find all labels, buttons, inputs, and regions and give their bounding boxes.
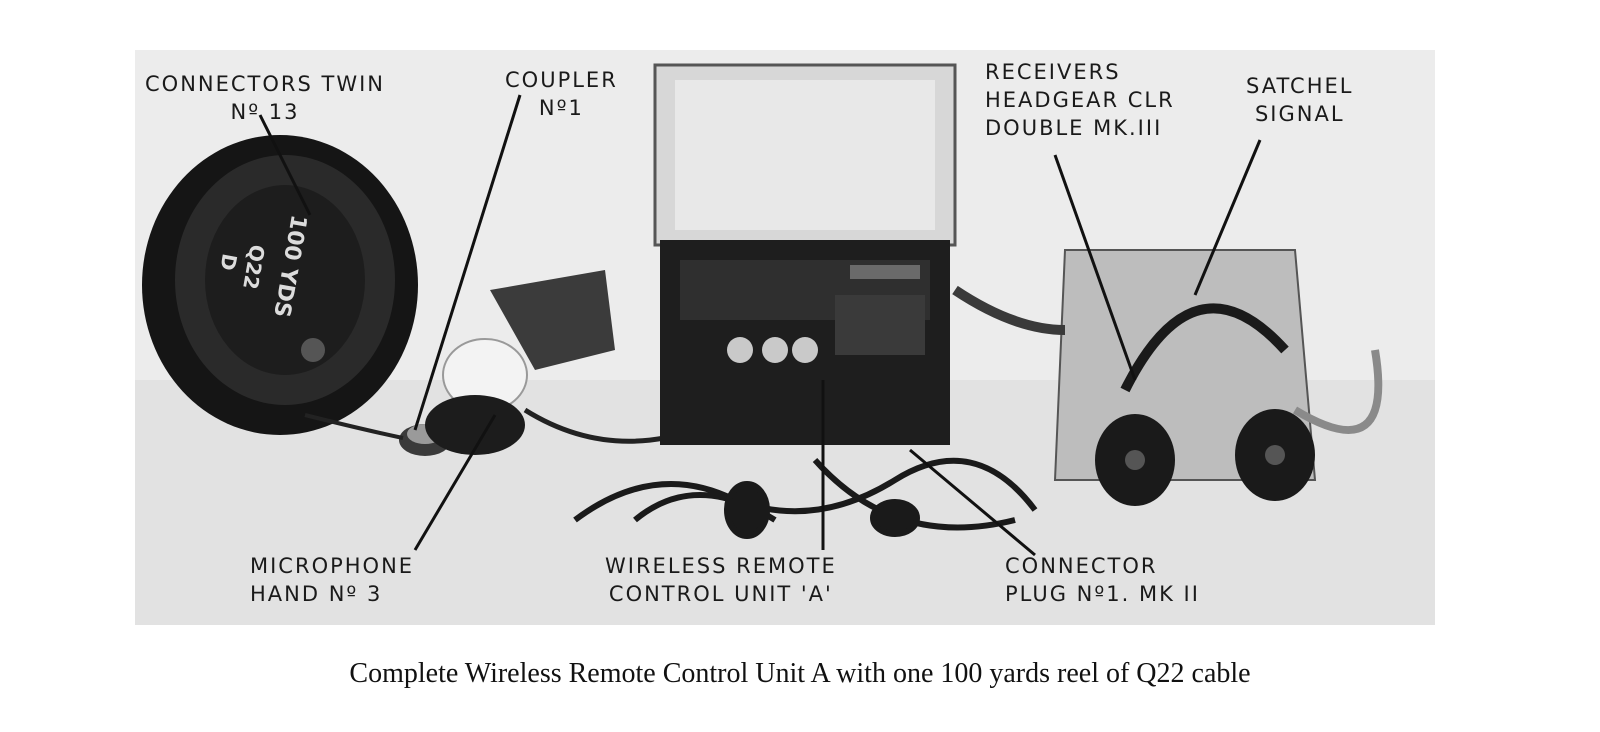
label-microphone-hand: MICROPHONE HAND Nº 3 [250,552,414,608]
figure-caption: Complete Wireless Remote Control Unit A … [349,658,1251,689]
label-coupler-line1: COUPLER [505,68,618,92]
label-connector-plug-line1: CONNECTOR [1005,554,1158,578]
label-wireless-remote-line1: WIRELESS REMOTE [605,554,837,578]
label-coupler: COUPLER Nº1 [505,66,618,122]
label-receivers-headgear: RECEIVERS HEADGEAR CLR DOUBLE MK.III [985,58,1175,142]
cable-reel: 100 YDS Q22 D [142,135,418,435]
label-coupler-line2: Nº1 [538,96,584,120]
remote-control-unit [653,63,957,445]
label-satchel-line1: SATCHEL [1246,74,1354,98]
label-connector-plug-line2: PLUG Nº1. MK II [1005,582,1200,606]
label-receivers-line2: HEADGEAR CLR [985,88,1175,112]
label-microphone-line1: MICROPHONE [250,554,415,578]
label-connectors-line2: Nº 13 [230,100,300,124]
label-connectors-line1: CONNECTORS TWIN [145,72,385,96]
label-microphone-line2: HAND Nº 3 [250,582,383,606]
reel-marking-d: D [215,252,242,273]
label-wireless-remote-control-unit: WIRELESS REMOTE CONTROL UNIT 'A' [605,552,837,608]
label-receivers-line1: RECEIVERS [985,60,1121,84]
leader-lines [258,94,1262,557]
label-receivers-line3: DOUBLE MK.III [985,116,1163,140]
equipment-photo: 100 YDS Q22 D [135,50,1435,625]
cables [573,457,1038,539]
label-connectors-twin: CONNECTORS TWIN Nº 13 [145,70,385,126]
label-connector-plug: CONNECTOR PLUG Nº1. MK II [1005,552,1200,608]
label-wireless-remote-line2: CONTROL UNIT 'A' [608,582,833,606]
receivers-headgear [1095,303,1315,506]
label-satchel-signal: SATCHEL SIGNAL [1246,72,1353,128]
label-satchel-line2: SIGNAL [1254,102,1345,126]
